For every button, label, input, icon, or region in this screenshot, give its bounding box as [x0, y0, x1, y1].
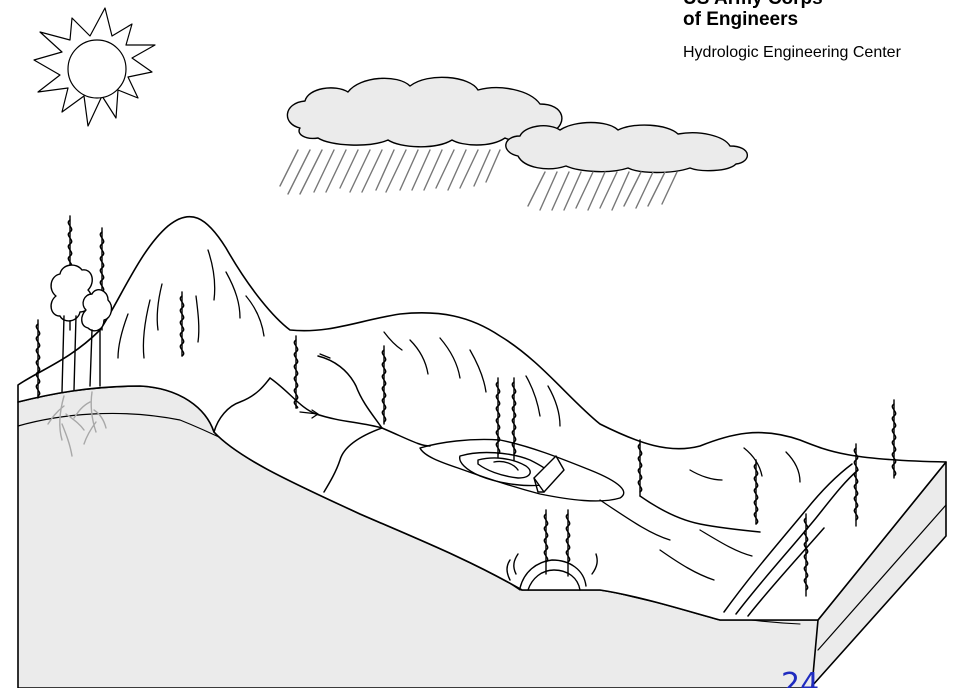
org-name-line-1: US Army Corps: [683, 0, 823, 9]
cloud-icon: [506, 123, 748, 173]
page-number: 24: [781, 668, 819, 688]
sun-icon: [34, 8, 155, 126]
org-subtitle: Hydrologic Engineering Center: [683, 44, 901, 62]
org-name-line-2: of Engineers: [683, 10, 798, 30]
